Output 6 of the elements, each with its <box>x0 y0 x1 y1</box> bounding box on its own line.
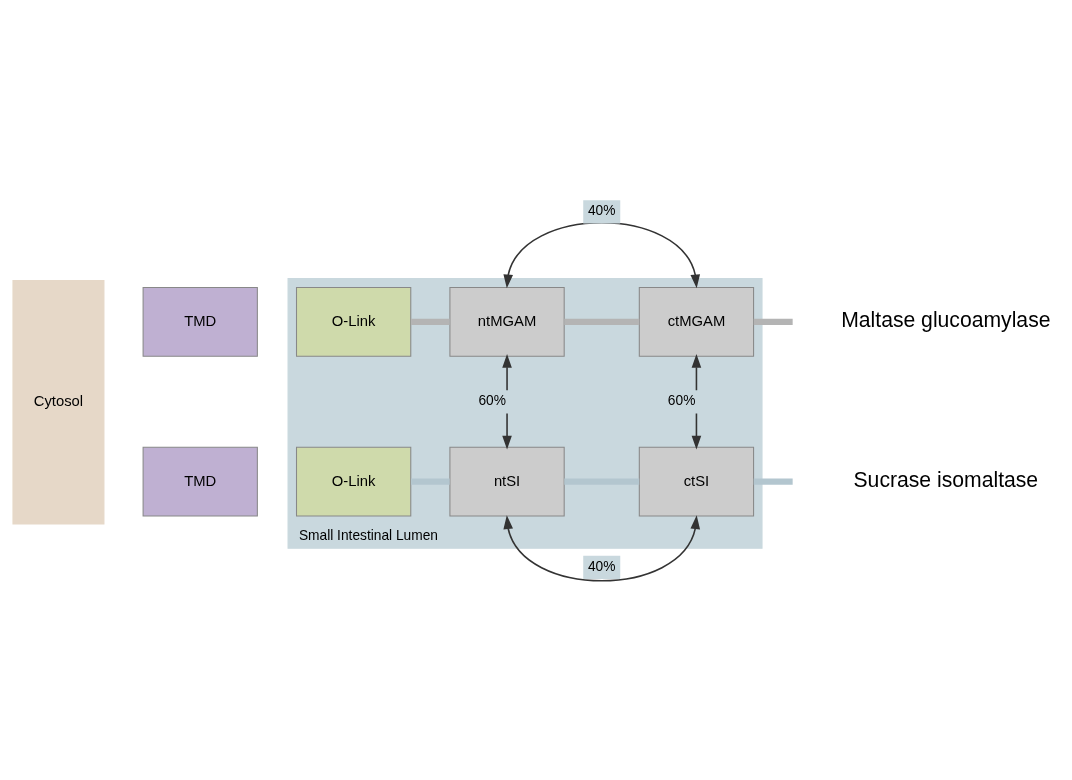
edge-label: 60% <box>667 392 696 408</box>
label: Maltase glucoamylase <box>841 307 1051 331</box>
label: Sucrase isomaltase <box>853 467 1039 491</box>
edge-label: 40% <box>587 202 616 218</box>
edge-label: 40% <box>587 558 616 574</box>
edge-label: 60% <box>478 392 507 408</box>
